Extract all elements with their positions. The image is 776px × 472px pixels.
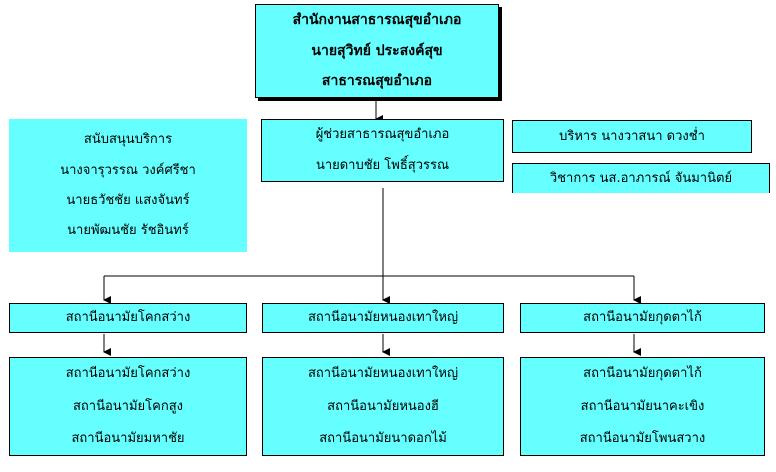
station-sub-item: สถานีอนามัยนาดอกไม้	[319, 431, 447, 447]
station-sub-center: สถานีอนามัยหนองเทาใหญ่ สถานีอนามัยหนองฮี…	[262, 357, 504, 456]
station-sub-item: สถานีอนามัยหนองเทาใหญ่	[307, 366, 459, 382]
support-line-3: นายธวัชชัย แสงจันทร์	[66, 192, 190, 208]
station-sub-item: สถานีอนามัยโคกสูง	[72, 398, 183, 414]
support-line-2: นางจารุวรรณ วงค์ศรีชา	[60, 162, 196, 178]
station-sub-item: สถานีอนามัยหนองฮี	[327, 398, 439, 414]
station-sub-item: สถานีอนามัยโพนสวาง	[579, 431, 706, 447]
support-services-box: สนับสนุนบริการ นางจารุวรรณ วงค์ศรีชา นาย…	[9, 119, 247, 252]
district-health-office-box: สำนักงานสาธารณสุขอำเภอ นายสุวิทย์ ประสงค…	[255, 4, 499, 98]
academic-label: วิชาการ นส.อาภารณ์ จันมานิตย์	[549, 170, 733, 186]
station-header-label: สถานีอนามัยโคกสว่าง	[65, 310, 191, 326]
top-line-1: สำนักงานสาธารณสุขอำเภอ	[292, 11, 462, 28]
assistant-health-officer-box: ผู้ช่วยสาธารณสุขอำเภอ นายดาบชัย โพธิ์สุว…	[261, 119, 504, 182]
assistant-line-2: นายดาบชัย โพธิ์สุวรรณ	[315, 157, 450, 173]
academic-box: วิชาการ นส.อาภารณ์ จันมานิตย์	[512, 163, 770, 193]
station-header-right: สถานีอนามัยกุดตาไก้	[520, 303, 765, 333]
support-line-1: สนับสนุนบริการ	[83, 132, 173, 148]
station-header-left: สถานีอนามัยโคกสว่าง	[9, 303, 247, 333]
station-sub-item: สถานีอนามัยโคกสว่าง	[65, 366, 191, 382]
top-line-3: สาธารณสุขอำเภอ	[321, 73, 433, 90]
station-header-label: สถานีอนามัยหนองเทาใหญ่	[307, 310, 459, 326]
station-sub-item: สถานีอนามัยนาคะเขิง	[580, 398, 705, 414]
station-sub-item: สถานีอนามัยมหาชัย	[71, 431, 185, 447]
assistant-line-1: ผู้ช่วยสาธารณสุขอำเภอ	[315, 127, 450, 143]
station-sub-right: สถานีอนามัยกุดตาไก้ สถานีอนามัยนาคะเขิง …	[520, 357, 765, 456]
station-header-center: สถานีอนามัยหนองเทาใหญ่	[262, 303, 504, 333]
support-line-4: นายพัฒนชัย รัชอินทร์	[67, 223, 189, 239]
station-sub-item: สถานีอนามัยกุดตาไก้	[583, 366, 702, 382]
admin-label: บริหาร นางวาสนา ดวงช่ำ	[559, 128, 705, 144]
station-sub-left: สถานีอนามัยโคกสว่าง สถานีอนามัยโคกสูง สถ…	[9, 357, 247, 456]
station-header-label: สถานีอนามัยกุดตาไก้	[583, 310, 702, 326]
top-line-2: นายสุวิทย์ ประสงค์สุข	[311, 42, 443, 59]
administration-box: บริหาร นางวาสนา ดวงช่ำ	[512, 120, 752, 153]
